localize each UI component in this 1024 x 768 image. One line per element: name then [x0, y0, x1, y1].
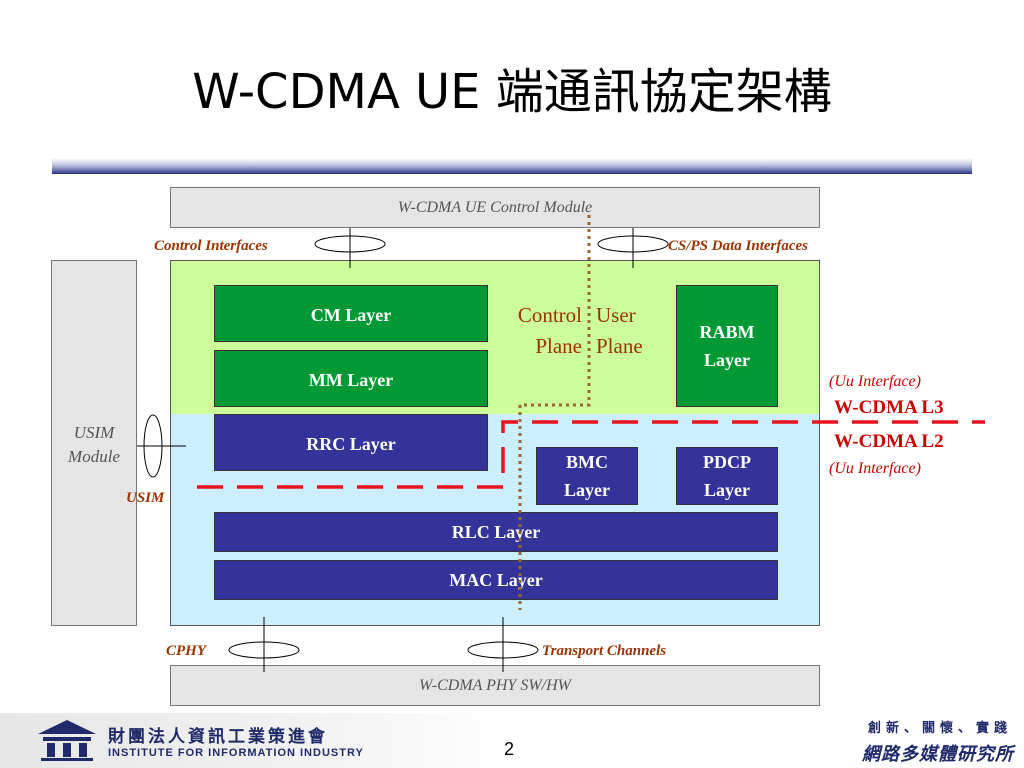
rlc-layer: RLC Layer	[214, 512, 778, 552]
ue-control-module-label: W-CDMA UE Control Module	[397, 199, 593, 216]
footer-band	[0, 713, 1024, 768]
plane-divider	[518, 215, 591, 610]
cphy-label: CPHY	[166, 643, 206, 659]
usim-module-label: USIM Module	[68, 423, 120, 466]
user-plane-label: User Plane	[596, 303, 643, 358]
usim-interface-label: USIM	[126, 490, 165, 506]
usim-ellipse	[143, 414, 163, 478]
slide-title: W-CDMA UE 端通訊協定架構	[192, 64, 832, 120]
control-interface-ellipse	[314, 235, 386, 253]
cs-ps-data-interfaces-label: CS/PS Data Interfaces	[668, 238, 809, 254]
pdcp-layer: PDCP Layer	[676, 447, 778, 505]
control-plane-label: Control Plane	[517, 303, 582, 358]
wcdma-l3-label: W-CDMA L3	[834, 397, 944, 418]
org-name-cn: 財團法人資訊工業策進會	[108, 727, 328, 747]
page-number: 2	[504, 739, 515, 759]
cphy-ellipse	[228, 641, 300, 659]
org-name-en: INSTITUTE FOR INFORMATION INDUSTRY	[108, 747, 364, 759]
data-interface-ellipse	[597, 235, 669, 253]
iii-logo	[38, 720, 96, 761]
ue-control-module	[170, 187, 820, 228]
wcdma-l2-label: W-CDMA L2	[834, 431, 944, 452]
rabm-layer: RABM Layer	[676, 285, 778, 407]
dept-name: 網路多媒體研究所	[862, 744, 1014, 765]
mac-layer: MAC Layer	[214, 560, 778, 600]
transport-ellipse	[467, 641, 539, 659]
l2-l3-divider	[197, 420, 985, 489]
phy-module-label: W-CDMA PHY SW/HW	[419, 677, 571, 694]
slogan: 創新、關懷、實踐	[867, 721, 1012, 736]
stack-border	[170, 260, 820, 626]
rrc-layer: RRC Layer	[214, 414, 488, 471]
cm-layer: CM Layer	[214, 285, 488, 342]
mm-layer: MM Layer	[214, 350, 488, 407]
uu-interface-lower-label: (Uu Interface)	[829, 460, 921, 477]
bmc-layer: BMC Layer	[536, 447, 638, 505]
usim-module	[51, 260, 137, 626]
phy-module	[170, 665, 820, 706]
title-underline	[52, 158, 972, 174]
uu-interface-upper-label: (Uu Interface)	[829, 373, 921, 390]
transport-channels-label: Transport Channels	[542, 643, 667, 659]
control-interfaces-label: Control Interfaces	[154, 238, 268, 254]
